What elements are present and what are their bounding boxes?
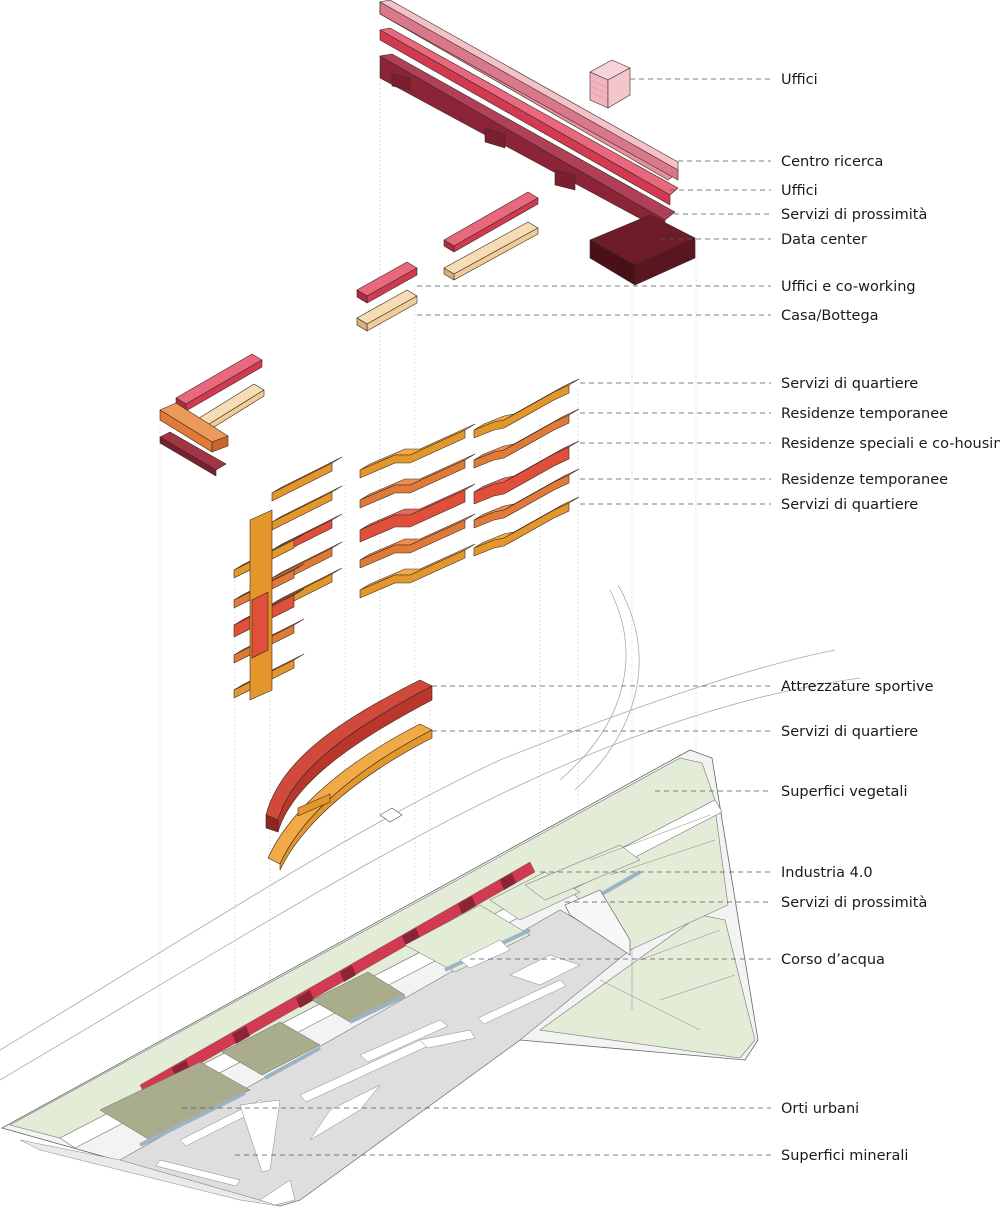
label-orti-urbani: Orti urbani — [781, 1101, 859, 1117]
label-uffici-top: Uffici — [781, 72, 818, 88]
label-attrezzature-sportive: Attrezzature sportive — [781, 679, 934, 695]
label-servizi-quartiere-1: Servizi di quartiere — [781, 376, 918, 392]
label-superfici-minerali: Superfici minerali — [781, 1148, 908, 1164]
orti-urbani-plots — [99, 844, 641, 1141]
label-superfici-vegetali: Superfici vegetali — [781, 784, 907, 800]
residential-stack — [233, 378, 580, 701]
green-surface-wedge — [539, 914, 756, 1059]
label-uffici-coworking: Uffici e co-working — [781, 279, 916, 295]
label-corso-acqua: Corso d’acqua — [781, 952, 885, 968]
label-servizi-prossimita-bottom: Servizi di prossimità — [781, 895, 927, 911]
label-servizi-prossimita-top: Servizi di prossimità — [781, 207, 927, 223]
green-surface — [9, 757, 716, 1139]
label-residenze-temporanee-1: Residenze temporanee — [781, 406, 948, 422]
label-centro-ricerca: Centro ricerca — [781, 154, 883, 170]
ground-plane — [0, 749, 759, 1207]
sports-curves — [265, 679, 433, 871]
left-cluster — [159, 353, 265, 477]
label-uffici-2: Uffici — [781, 183, 818, 199]
label-data-center: Data center — [781, 232, 867, 248]
building-footprints — [155, 939, 581, 1206]
label-residenze-temporanee-2: Residenze temporanee — [781, 472, 948, 488]
label-industria-40: Industria 4.0 — [781, 865, 873, 881]
label-casa-bottega: Casa/Bottega — [781, 308, 879, 324]
label-residenze-speciali: Residenze speciali e co-housing — [781, 436, 1000, 452]
coworking-bars — [356, 191, 539, 332]
label-servizi-quartiere-3: Servizi di quartiere — [781, 724, 918, 740]
label-servizi-quartiere-2: Servizi di quartiere — [781, 497, 918, 513]
top-block-group — [379, 0, 696, 286]
road-lines — [0, 584, 861, 1081]
